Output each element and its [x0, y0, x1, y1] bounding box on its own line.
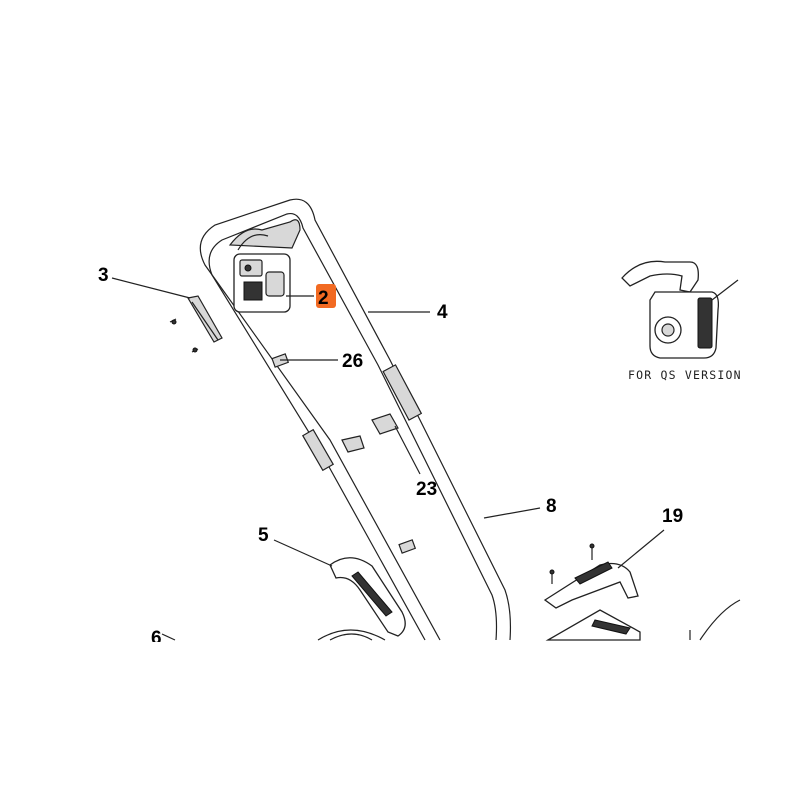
callout-2[interactable]: 2: [318, 288, 329, 309]
handle-lever-part: [543, 543, 741, 641]
leader-lines: [111, 277, 665, 641]
cable-clip-part: [169, 295, 223, 353]
callout-8[interactable]: 8: [546, 496, 557, 517]
callout-6[interactable]: 6: [151, 628, 162, 649]
qs-version-note: FOR QS VERSION: [628, 368, 742, 382]
deck-edge-part: [317, 629, 386, 641]
upper-handle-frame: [199, 198, 512, 641]
callout-26[interactable]: 26: [342, 351, 363, 372]
callout-5[interactable]: 5: [258, 525, 269, 546]
callout-3[interactable]: 3: [98, 265, 109, 286]
callout-19[interactable]: 19: [662, 506, 683, 527]
callout-23[interactable]: 23: [416, 479, 437, 500]
callout-labels: 2 3 4 5 6 8 19 23 26: [98, 265, 683, 649]
switch-box-part: [228, 219, 301, 313]
callout-2-highlight: [316, 284, 336, 308]
grip-part: [329, 557, 406, 637]
qs-version-detail: [621, 260, 739, 359]
crop-mask: [0, 642, 800, 800]
callout-4[interactable]: 4: [437, 302, 448, 323]
